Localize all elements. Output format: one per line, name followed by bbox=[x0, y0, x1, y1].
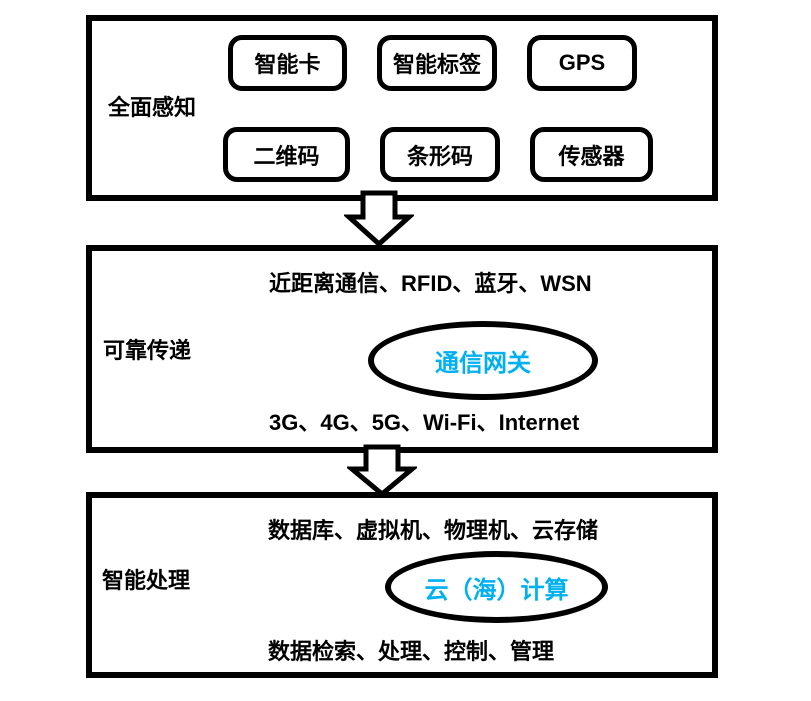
node-sensor: 传感器 bbox=[530, 127, 653, 182]
node-smart-label: 智能标签 bbox=[377, 35, 497, 91]
communication-gateway-ellipse: 通信网关 bbox=[368, 321, 598, 400]
node-qr-code: 二维码 bbox=[223, 127, 350, 182]
down-arrow-icon bbox=[344, 190, 414, 248]
cloud-computing-ellipse: 云（海）计算 bbox=[385, 551, 608, 623]
processing-bottom-text: 数据检索、处理、控制、管理 bbox=[268, 639, 555, 664]
down-arrow-icon bbox=[347, 444, 417, 498]
node-barcode: 条形码 bbox=[380, 127, 500, 182]
processing-layer-label: 智能处理 bbox=[102, 568, 191, 593]
node-gps: GPS bbox=[527, 35, 637, 91]
transmission-bottom-text: 3G、4G、5G、Wi-Fi、Internet bbox=[269, 410, 580, 435]
perception-layer-label: 全面感知 bbox=[108, 95, 197, 120]
transmission-top-text: 近距离通信、RFID、蓝牙、WSN bbox=[269, 271, 592, 296]
processing-top-text: 数据库、虚拟机、物理机、云存储 bbox=[268, 518, 599, 543]
node-smart-card: 智能卡 bbox=[228, 35, 347, 91]
transmission-layer-label: 可靠传递 bbox=[103, 338, 192, 363]
